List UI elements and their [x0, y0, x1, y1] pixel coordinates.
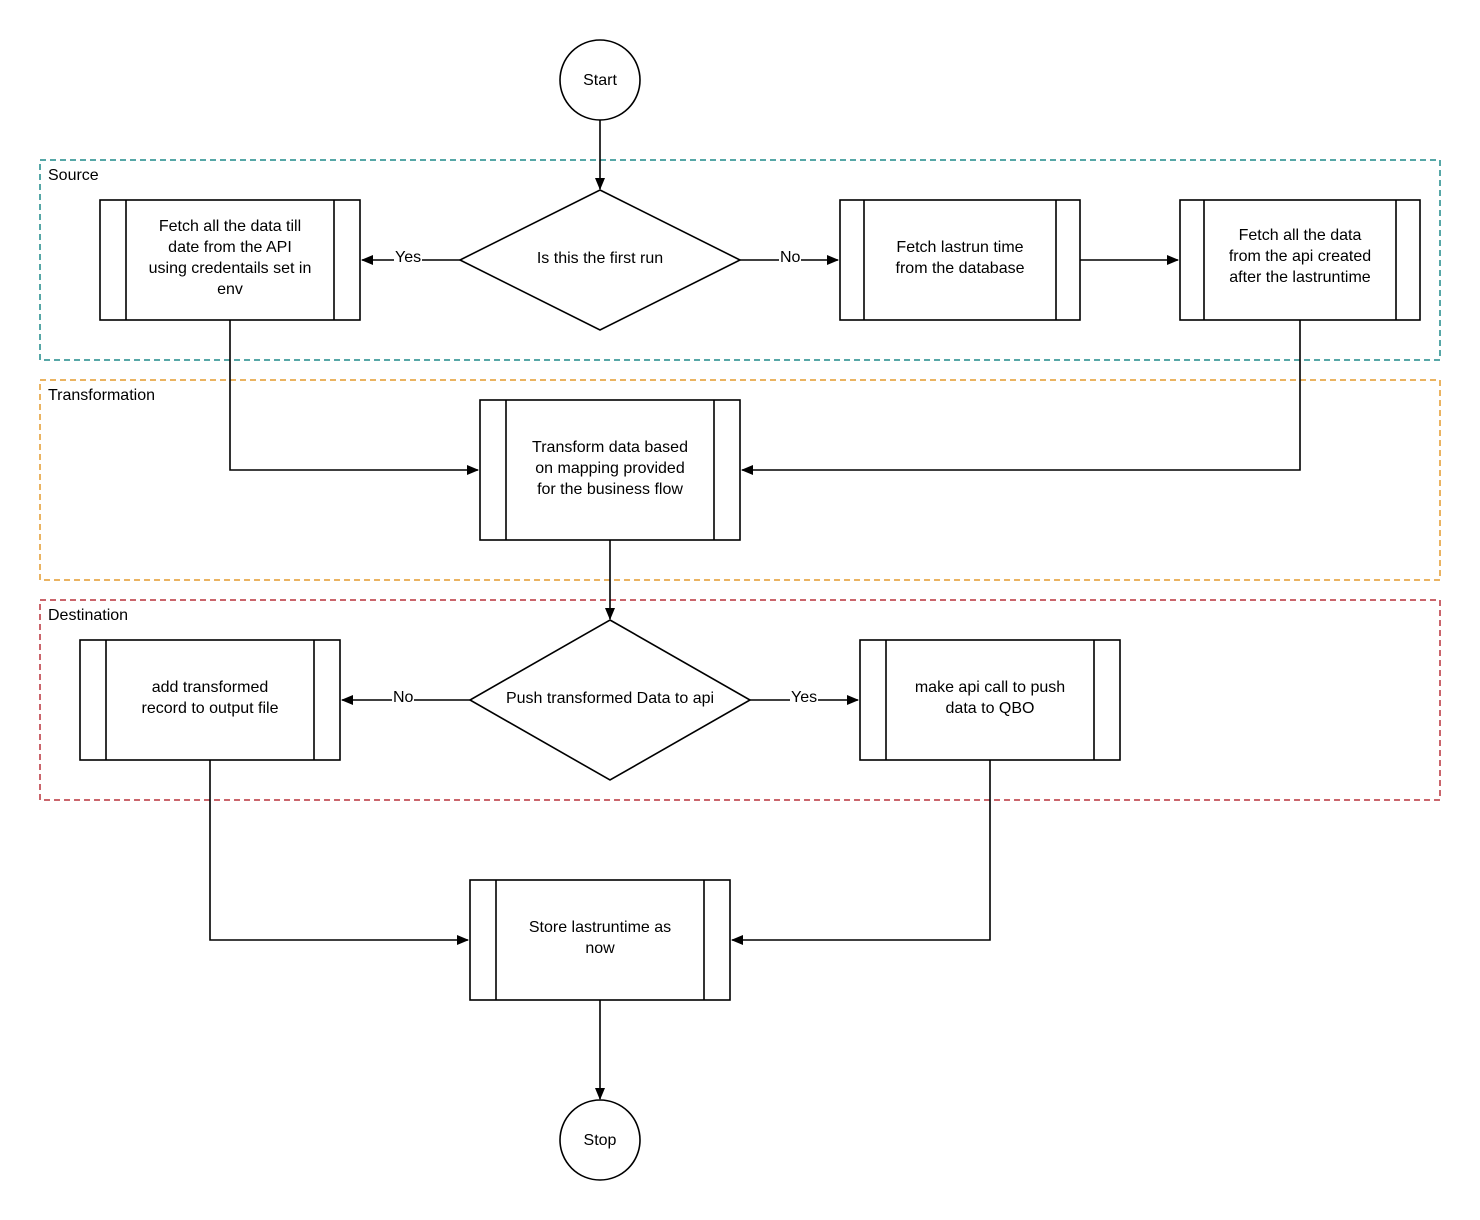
add-output-process-shape: [79, 639, 341, 761]
api-call-process: make api call to push data to QBO: [914, 679, 1066, 717]
fetch-all-process: Fetch all the data till date from the AP…: [148, 218, 312, 298]
transform-process-shape: [479, 399, 741, 541]
fetch-all-process-shape: [99, 199, 361, 321]
first-run-decision: Is this the first run: [536, 249, 664, 267]
lane-source-border: [39, 159, 1441, 361]
fetch-lastrun-process: Fetch lastrun time from the database: [895, 239, 1025, 277]
stop-terminal-shape: [559, 1099, 641, 1181]
add-output-process: add transformed record to output file: [141, 679, 279, 717]
edge-label-push-yes: Yes: [790, 689, 819, 707]
start-terminal-shape: [559, 39, 641, 121]
store-process: Store lastruntime as now: [528, 919, 672, 957]
first-run-decision-shape: [458, 189, 742, 331]
edge-label-push-no: No: [392, 689, 415, 707]
push-decision-shape: [468, 619, 752, 781]
store-process-shape: [469, 879, 731, 1001]
fetch-after-process-shape: [1179, 199, 1421, 321]
edge-label-first-no: No: [779, 249, 802, 267]
edge-output-to-store: [209, 760, 469, 945]
start-terminal: Start: [583, 71, 617, 89]
lane-label-source: Source: [48, 167, 99, 184]
transform-process: Transform data based on mapping provided…: [532, 438, 688, 498]
fetch-lastrun-process-shape: [839, 199, 1081, 321]
fetch-after-process: Fetch all the data from the api created …: [1228, 226, 1372, 286]
edge-api-to-store: [731, 760, 991, 945]
edge-fetch-all-to-transform: [229, 320, 479, 475]
lane-label-transformation: Transformation: [48, 387, 155, 404]
edge-label-first-yes: Yes: [394, 249, 423, 267]
edge-fetch-after-to-transform: [741, 320, 1301, 475]
push-decision: Push transformed Data to api: [505, 689, 715, 707]
lane-destination-border: [39, 599, 1441, 801]
lane-transformation-border: [39, 379, 1441, 581]
lane-label-destination: Destination: [48, 607, 129, 624]
api-call-process-shape: [859, 639, 1121, 761]
stop-terminal: Stop: [583, 1131, 617, 1149]
